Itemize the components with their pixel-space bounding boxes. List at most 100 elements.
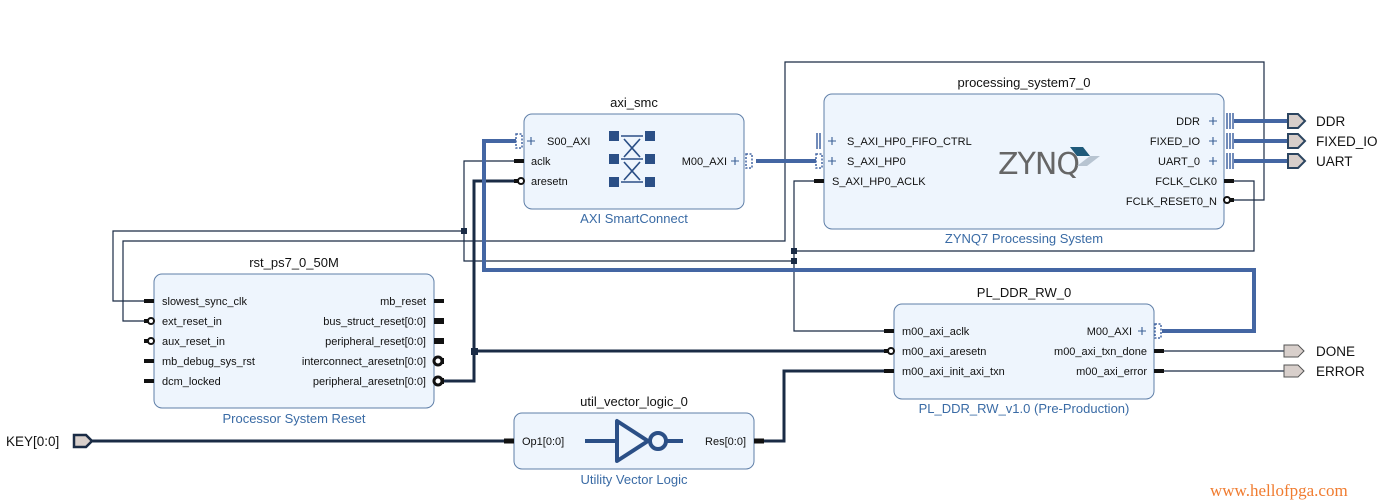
- expand-plus-icon[interactable]: [828, 157, 836, 165]
- pin-m00-axi-txn-done[interactable]: m00_axi_txn_done: [1054, 346, 1164, 358]
- expand-plus-icon[interactable]: [1209, 157, 1217, 165]
- output-port-icon: [1283, 344, 1305, 358]
- pin-fclk-clk0[interactable]: FCLK_CLK0: [1155, 176, 1234, 188]
- pin-m00-axi[interactable]: M00_AXI: [682, 153, 753, 169]
- net-fclk-clk0-branch-left[interactable]: [112, 230, 794, 302]
- bus-interface-icon: [1226, 113, 1234, 129]
- active-low-bubble-icon: [147, 337, 155, 345]
- pin-m00-axi-init-axi-txn[interactable]: m00_axi_init_axi_txn: [884, 366, 1005, 378]
- bus-interface-icon: [1226, 133, 1234, 149]
- pin-label: Op1[0:0]: [522, 436, 564, 448]
- pin-label: FIXED_IO: [1150, 136, 1201, 148]
- net-fclk-clk0[interactable]: [794, 180, 1255, 252]
- port-label: KEY[0:0]: [6, 434, 59, 449]
- pin-label: DDR: [1176, 116, 1200, 128]
- expand-plus-icon[interactable]: [731, 157, 739, 165]
- block-type-label: Processor System Reset: [222, 411, 365, 426]
- pin-aresetn[interactable]: aresetn: [514, 176, 568, 188]
- pin-dcm-locked[interactable]: dcm_locked: [144, 376, 221, 388]
- block-util-vector-logic[interactable]: util_vector_logic_0 Utility Vector Logic…: [504, 394, 764, 487]
- block-type-label: ZYNQ7 Processing System: [945, 231, 1103, 246]
- wires: [92, 61, 1288, 443]
- net-res-to-init[interactable]: [760, 369, 892, 443]
- pin-interconnect-aresetn[interactable]: interconnect_aresetn[0:0]: [302, 355, 444, 368]
- pin-slowest-sync-clk[interactable]: slowest_sync_clk: [144, 296, 247, 308]
- block-instance-name: axi_smc: [610, 95, 658, 110]
- pin-label: mb_debug_sys_rst: [162, 356, 255, 368]
- block-rst-ps7[interactable]: rst_ps7_0_50M Processor System Reset slo…: [144, 255, 444, 426]
- pin-ddr[interactable]: DDR: [1176, 113, 1234, 129]
- block-pl-ddr-rw[interactable]: PL_DDR_RW_0 PL_DDR_RW_v1.0 (Pre-Producti…: [884, 285, 1164, 416]
- pin-label: M00_AXI: [682, 156, 727, 168]
- pin-aux-reset-in[interactable]: aux_reset_in: [144, 336, 225, 348]
- pin-aclk[interactable]: aclk: [514, 156, 551, 168]
- zynq-logo: ZYNQ: [998, 147, 1100, 182]
- pin-label: m00_axi_txn_done: [1054, 346, 1147, 358]
- pin-uart-0[interactable]: UART_0: [1158, 153, 1234, 169]
- pin-peripheral-aresetn[interactable]: peripheral_aresetn[0:0]: [313, 375, 444, 388]
- block-instance-name: PL_DDR_RW_0: [977, 285, 1071, 300]
- external-port-error[interactable]: ERROR: [1283, 364, 1365, 379]
- expand-plus-icon[interactable]: [1138, 327, 1146, 335]
- pin-bus-struct-reset[interactable]: bus_struct_reset[0:0]: [323, 316, 444, 328]
- pin-s-axi-hp0-fifo-ctrl[interactable]: S_AXI_HP0_FIFO_CTRL: [816, 133, 972, 149]
- pin-s-axi-hp0[interactable]: S_AXI_HP0: [815, 153, 906, 169]
- pin-label: S00_AXI: [547, 136, 590, 148]
- pin-m00-axi-aresetn[interactable]: m00_axi_aresetn: [884, 346, 986, 358]
- junction-dot: [791, 248, 797, 254]
- pin-res[interactable]: Res[0:0]: [705, 436, 764, 448]
- pin-label: dcm_locked: [162, 376, 221, 388]
- external-port-fixed-io[interactable]: FIXED_IO: [1287, 133, 1378, 149]
- port-label: ERROR: [1316, 364, 1365, 379]
- pin-m00-axi-aclk[interactable]: m00_axi_aclk: [884, 326, 970, 338]
- logo-chevron-dark: [1070, 147, 1090, 156]
- output-port-icon: [1287, 153, 1307, 169]
- net-axi-pl-to-smc[interactable]: [482, 139, 1256, 333]
- active-low-bubble-icon: [147, 317, 155, 325]
- pin-label: mb_reset: [380, 296, 426, 308]
- external-port-uart[interactable]: UART: [1287, 153, 1353, 169]
- external-port-ddr[interactable]: DDR: [1287, 113, 1345, 129]
- pin-fixed-io[interactable]: FIXED_IO: [1150, 133, 1234, 149]
- port-label: FIXED_IO: [1316, 134, 1378, 149]
- pin-mb-reset[interactable]: mb_reset: [380, 296, 444, 308]
- junction-dot: [461, 228, 467, 234]
- pin-mb-debug-sys-rst[interactable]: mb_debug_sys_rst: [144, 356, 255, 368]
- pin-label: S_AXI_HP0_ACLK: [832, 176, 926, 188]
- pin-s-axi-hp0-aclk[interactable]: S_AXI_HP0_ACLK: [814, 176, 926, 188]
- pin-label: peripheral_aresetn[0:0]: [313, 376, 426, 388]
- pin-label: m00_axi_aresetn: [902, 346, 986, 358]
- expand-plus-icon[interactable]: [527, 137, 535, 145]
- port-label: DONE: [1316, 344, 1355, 359]
- net-fclk-clk0-branch-ps[interactable]: [793, 180, 820, 251]
- block-processing-system7[interactable]: processing_system7_0 ZYNQ7 Processing Sy…: [814, 75, 1234, 246]
- external-port-done[interactable]: DONE: [1283, 344, 1355, 359]
- net-fclk-clk0-branch-smc[interactable]: [463, 160, 518, 231]
- net-fclk-reset0-n[interactable]: [122, 61, 1265, 322]
- block-axi-smc[interactable]: axi_smc AXI SmartConnect S00_AXI aclk ar…: [514, 95, 753, 226]
- pin-peripheral-reset[interactable]: peripheral_reset[0:0]: [325, 336, 444, 348]
- pin-m00-axi-error[interactable]: m00_axi_error: [1076, 366, 1164, 378]
- pin-s00-axi[interactable]: S00_AXI: [515, 133, 590, 149]
- expand-plus-icon[interactable]: [1209, 137, 1217, 145]
- net-peripheral-aresetn[interactable]: [441, 179, 518, 383]
- active-low-bubble-icon: [432, 355, 444, 367]
- expand-plus-icon[interactable]: [828, 137, 836, 145]
- pin-ext-reset-in[interactable]: ext_reset_in: [144, 316, 222, 328]
- pin-fclk-reset0-n[interactable]: FCLK_RESET0_N: [1126, 196, 1234, 208]
- block-type-label: Utility Vector Logic: [581, 472, 688, 487]
- net-fclk-clk0-branch-plddr[interactable]: [793, 251, 892, 332]
- pin-label: S_AXI_HP0: [847, 156, 906, 168]
- pin-label: S_AXI_HP0_FIFO_CTRL: [847, 136, 972, 148]
- pin-op1[interactable]: Op1[0:0]: [504, 436, 564, 448]
- block-instance-name: processing_system7_0: [958, 75, 1091, 90]
- input-port-icon: [72, 433, 94, 449]
- external-port-key[interactable]: KEY[0:0]: [6, 433, 94, 449]
- expand-plus-icon[interactable]: [1209, 117, 1217, 125]
- pin-m00-axi[interactable]: M00_AXI: [1087, 323, 1162, 339]
- port-label: UART: [1316, 154, 1353, 169]
- active-low-bubble-icon: [887, 347, 895, 355]
- block-body[interactable]: [823, 93, 1225, 230]
- pin-label: ext_reset_in: [162, 316, 222, 328]
